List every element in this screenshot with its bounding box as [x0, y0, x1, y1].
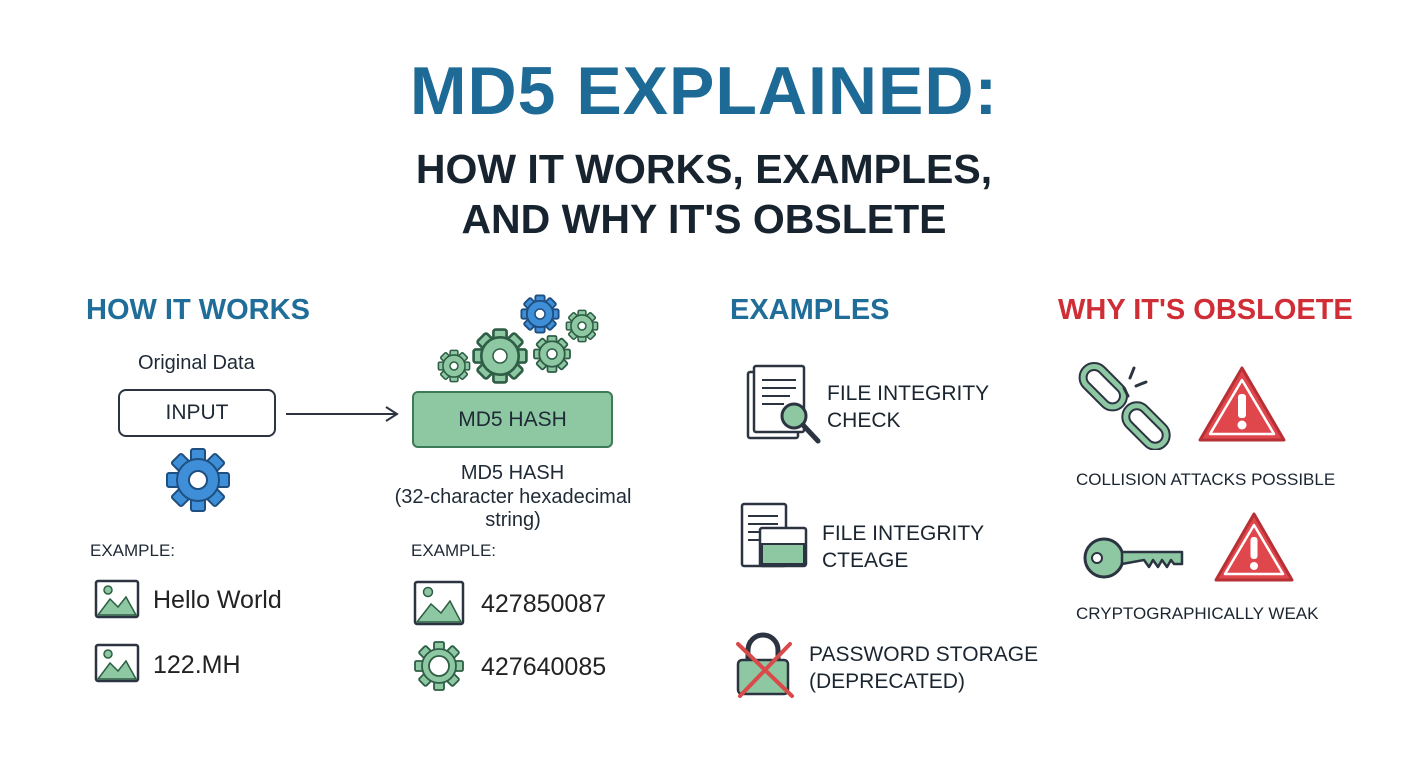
broken-chain-icon [1074, 360, 1178, 450]
example-item-1: FILE INTEGRITY CHECK [827, 380, 989, 434]
gear-cluster-icon [434, 292, 608, 388]
warning-triangle-icon [1196, 364, 1288, 444]
example-item-3-line2: (DEPRECATED) [809, 670, 965, 693]
collision-label: COLLISION ATTACKS POSSIBLE [1076, 470, 1336, 489]
example-item-2: FILE INTEGRITY CTEAGE [822, 520, 984, 574]
image-icon [94, 579, 140, 619]
weak-label: CRYPTOGRAPHICALLY WEAK [1076, 604, 1319, 623]
how-it-works-heading: HOW IT WORKS [86, 294, 310, 326]
md5-hash-box: MD5 HASH [412, 391, 613, 448]
example-item-2-line2: CTEAGE [822, 549, 909, 572]
hash-caption: MD5 HASH [460, 462, 565, 484]
input-box: INPUT [118, 389, 276, 437]
warning-triangle-icon [1212, 510, 1296, 584]
example-item-3: PASSWORD STORAGE (DEPRECATED) [809, 641, 1038, 695]
blue-gear-icon [164, 446, 232, 514]
examples-heading: EXAMPLES [730, 294, 890, 326]
example-label-right: EXAMPLE: [411, 541, 497, 560]
gear-icon [413, 640, 465, 692]
example-item-2-line1: FILE INTEGRITY [822, 522, 985, 545]
page-subtitle-line2: AND WHY IT'S OBSLETE [461, 196, 947, 242]
why-obsolete-heading: WHY IT'S OBSLOETE [1058, 294, 1353, 326]
page-subtitle-line1: HOW IT WORKS, EXAMPLES, [415, 146, 993, 192]
document-folder-icon [738, 500, 810, 572]
original-data-label: Original Data [138, 352, 255, 374]
example-input-1: Hello World [153, 586, 282, 614]
key-icon [1082, 534, 1186, 582]
crossed-lock-icon [732, 630, 798, 700]
image-icon [94, 643, 140, 683]
image-icon [413, 580, 465, 626]
example-item-3-line1: PASSWORD STORAGE [809, 643, 1039, 666]
example-hash-1: 427850087 [481, 590, 607, 618]
example-label-left: EXAMPLE: [90, 541, 176, 560]
example-item-1-line1: FILE INTEGRITY [827, 382, 990, 405]
document-search-icon [744, 364, 824, 448]
hash-subcaption: (32-character hexadecimal string) [394, 486, 632, 531]
example-item-1-line2: CHECK [827, 409, 901, 432]
flow-arrow-icon [286, 404, 402, 424]
example-hash-2: 427640085 [481, 653, 607, 681]
example-input-2: 122.MH [153, 651, 241, 679]
page-title: MD5 EXPLAINED: [409, 53, 999, 129]
